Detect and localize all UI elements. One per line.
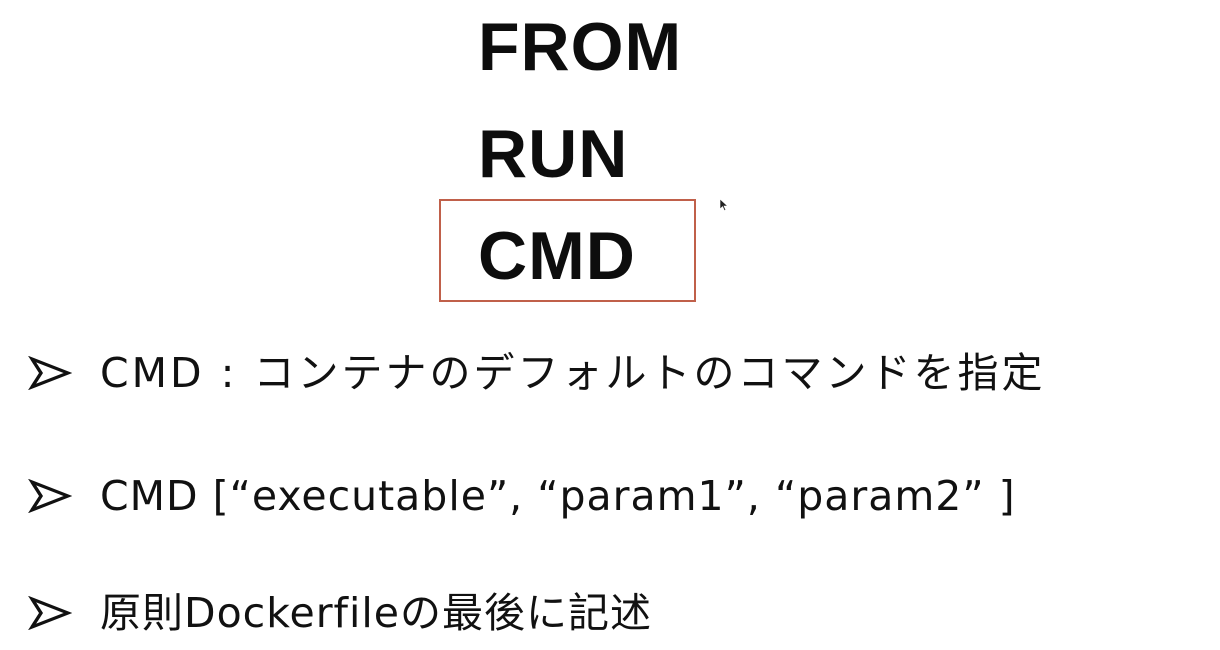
- bullet-item: CMD : コンテナのデフォルトのコマンドを指定: [28, 343, 1045, 403]
- keyword-from: FROM: [478, 9, 683, 85]
- bullet-text: 原則Dockerfileの最後に記述: [100, 588, 653, 637]
- bullet-text: CMD [“executable”, “param1”, “param2” ]: [100, 471, 1016, 520]
- bullet-item: CMD [“executable”, “param1”, “param2” ]: [28, 466, 1016, 526]
- bullet-item: 原則Dockerfileの最後に記述: [28, 583, 652, 643]
- arrow-bullet-icon: [28, 356, 72, 390]
- arrow-bullet-icon: [28, 479, 72, 513]
- mouse-cursor-icon: [719, 198, 729, 211]
- cmd-highlight-box: [439, 199, 696, 302]
- bullet-text: CMD : コンテナのデフォルトのコマンドを指定: [100, 348, 1046, 397]
- keyword-run: RUN: [478, 116, 629, 192]
- keyword-cmd: CMD: [478, 218, 636, 294]
- arrow-bullet-icon: [28, 596, 72, 630]
